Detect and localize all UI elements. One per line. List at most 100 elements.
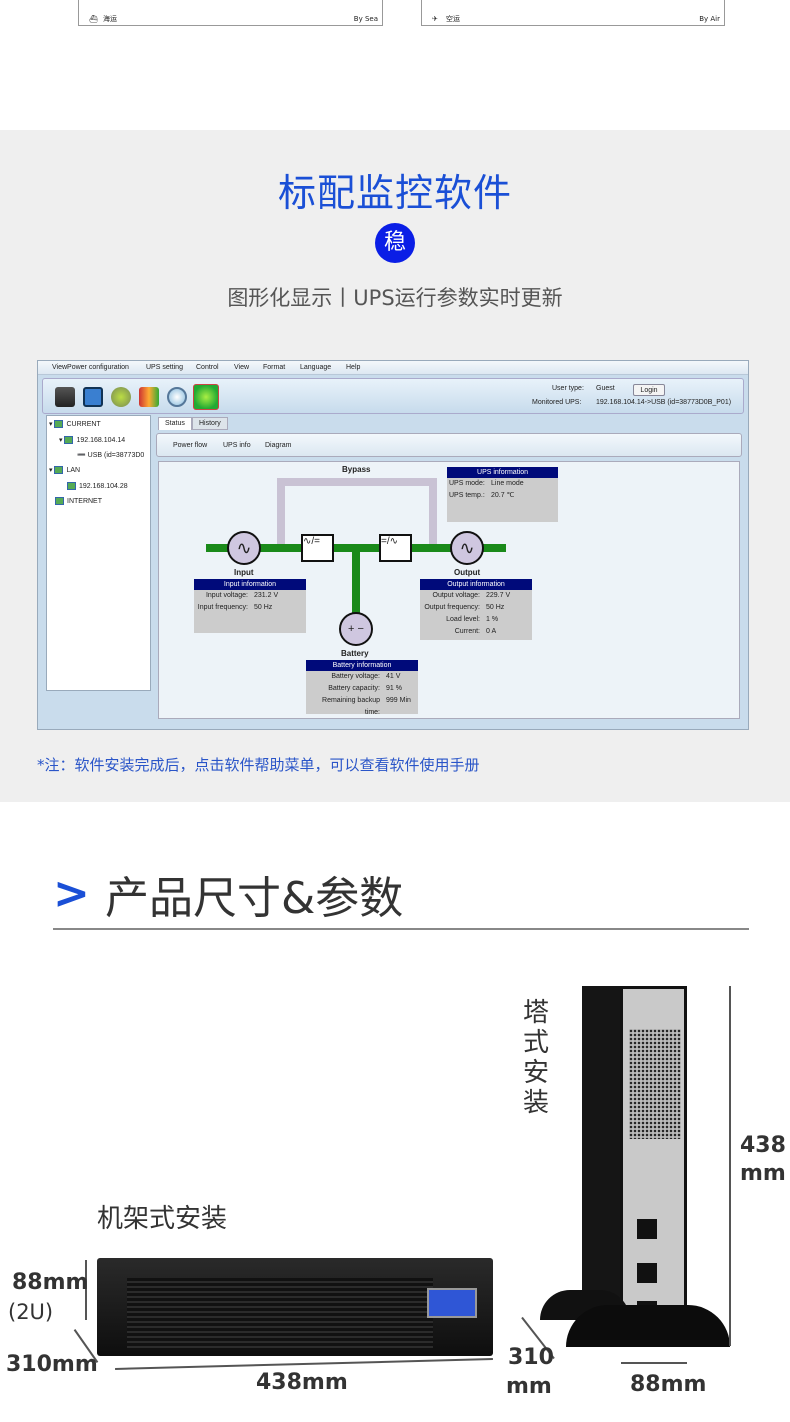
- output-label: Output: [454, 568, 481, 577]
- stable-badge: 稳: [375, 223, 415, 263]
- bypass-line: [429, 478, 437, 546]
- bypass-line: [277, 478, 285, 546]
- software-note: *注：软件安装完成后，点击软件帮助菜单，可以查看软件使用手册: [37, 756, 480, 774]
- monitor-icon[interactable]: [55, 387, 75, 407]
- tree-item-internet[interactable]: INTERNET: [55, 497, 102, 505]
- rack-depth: 310mm: [6, 1352, 98, 1377]
- tree-label: 192.168.104.28: [79, 482, 128, 490]
- menu-view[interactable]: View: [234, 364, 250, 371]
- tree-item-usb[interactable]: ➖ USB (id=38773D0: [77, 451, 144, 459]
- info-value: 50 Hz: [254, 604, 273, 611]
- tower-depth: 310: [508, 1345, 554, 1370]
- width-dim-line: [621, 1362, 687, 1364]
- input-info-panel: Input information Input voltage:231.2 V …: [194, 579, 306, 633]
- tower-mount-label: 塔式安装: [523, 998, 550, 1118]
- menu-control[interactable]: Control: [196, 364, 219, 371]
- rectifier-icon: ∿/=: [301, 534, 334, 562]
- usb-icon: ➖: [77, 452, 88, 459]
- info-key: Input voltage:: [205, 592, 248, 599]
- height-dim-line: [85, 1260, 87, 1320]
- dimensions-heading: 产品尺寸&参数: [105, 873, 404, 924]
- chevron-right-icon: >: [53, 868, 90, 919]
- subtab-ups-info[interactable]: UPS info: [223, 442, 251, 449]
- search-icon[interactable]: [167, 387, 187, 407]
- front-grille: [127, 1278, 433, 1348]
- tower-height: 438: [740, 1133, 786, 1158]
- tree-label: INTERNET: [67, 497, 102, 505]
- battery-power-line: [352, 548, 360, 614]
- height-dim-line: [729, 986, 731, 1346]
- vent-grille: [629, 1029, 681, 1139]
- bypass-label: Bypass: [342, 465, 371, 474]
- info-key: Remaining backup time:: [322, 697, 380, 716]
- info-value: 231.2 V: [254, 592, 279, 599]
- tower-depth-unit: mm: [506, 1374, 552, 1399]
- power-button-icon[interactable]: [111, 387, 131, 407]
- sea-shipping-label: ⛴ 海运 By Sea: [78, 0, 383, 26]
- menu-ups-setting[interactable]: UPS setting: [146, 364, 183, 371]
- input-label: Input: [234, 568, 254, 577]
- tree-item-ip2[interactable]: 192.168.104.28: [67, 482, 128, 490]
- info-key: Input frequency:: [197, 604, 248, 611]
- info-key: Output frequency:: [424, 604, 480, 611]
- outlet: [637, 1263, 657, 1283]
- inverter-icon: =/∿: [379, 534, 412, 562]
- subtab-power-flow[interactable]: Power flow: [173, 442, 208, 449]
- tree-label: 192.168.104.14: [76, 437, 126, 444]
- info-key: Output voltage:: [432, 592, 480, 599]
- user-type-value: Guest: [596, 385, 615, 392]
- menu-language[interactable]: Language: [300, 364, 332, 371]
- info-key: UPS temp.:: [449, 492, 485, 499]
- panel-title: Output information: [420, 579, 532, 590]
- tree-label: LAN: [66, 467, 81, 474]
- refresh-icon[interactable]: [193, 384, 219, 410]
- bypass-line: [277, 478, 437, 486]
- login-button[interactable]: Login: [633, 384, 665, 396]
- tab-history[interactable]: History: [192, 417, 228, 430]
- info-value: 229.7 V: [486, 592, 511, 599]
- monitored-ups-value: 192.168.104.14->USB (id=38773D0B_P01): [596, 399, 732, 406]
- menu-viewpower-config[interactable]: ViewPower configuration: [52, 364, 129, 371]
- toolbar: User type: Guest Login Monitored UPS: 19…: [42, 378, 744, 414]
- rack-ups-image: [97, 1258, 493, 1356]
- tab-status[interactable]: Status: [158, 417, 192, 430]
- sea-label-cn: 海运: [103, 15, 117, 23]
- info-key: Battery voltage:: [331, 673, 380, 680]
- width-dim-line: [115, 1358, 493, 1370]
- rack-width: 438mm: [256, 1370, 348, 1395]
- plane-icon: ✈: [432, 15, 438, 23]
- info-value: 20.7 ℃: [491, 492, 515, 499]
- tree-item-ip1[interactable]: ▾ 192.168.104.14: [59, 436, 126, 445]
- menu-help[interactable]: Help: [346, 364, 361, 371]
- ups-info-panel: UPS information UPS mode:Line mode UPS t…: [447, 467, 558, 522]
- tree-item-lan[interactable]: ▾ LAN: [49, 466, 81, 475]
- section-subtitle: 图形化显示丨UPS运行参数实时更新: [227, 286, 563, 310]
- air-label-cn: 空运: [446, 15, 460, 23]
- info-key: UPS mode:: [449, 480, 485, 487]
- info-key: Battery capacity:: [328, 685, 380, 692]
- input-ac-icon: ∿: [227, 531, 261, 565]
- monitored-ups-label: Monitored UPS:: [532, 399, 582, 406]
- subtab-diagram[interactable]: Diagram: [265, 442, 292, 449]
- tower-width: 88mm: [630, 1372, 707, 1397]
- battery-label: Battery: [341, 649, 369, 658]
- outlet: [637, 1219, 657, 1239]
- user-type-label: User type:: [552, 385, 584, 392]
- subtab-bar: Power flow UPS info Diagram: [156, 433, 742, 457]
- menu-format[interactable]: Format: [263, 364, 286, 371]
- tree-item-current[interactable]: ▾ CURRENT: [49, 420, 101, 429]
- settings-tools-icon[interactable]: [83, 387, 103, 407]
- rack-units: (2U): [8, 1300, 54, 1324]
- divider: [53, 928, 749, 930]
- info-value: 1 %: [486, 616, 499, 623]
- ship-icon: ⛴: [89, 15, 98, 23]
- chart-icon[interactable]: [139, 387, 159, 407]
- tower-ups-rear-panel: [620, 986, 687, 1346]
- tree-label: USB (id=38773D0: [87, 452, 145, 459]
- info-key: Current:: [454, 628, 480, 635]
- info-value: 50 Hz: [486, 604, 505, 611]
- network-icon: [55, 497, 64, 505]
- info-value: Line mode: [491, 480, 524, 487]
- viewpower-window: ViewPower configuration UPS setting Cont…: [37, 360, 749, 730]
- output-ac-icon: ∿: [450, 531, 484, 565]
